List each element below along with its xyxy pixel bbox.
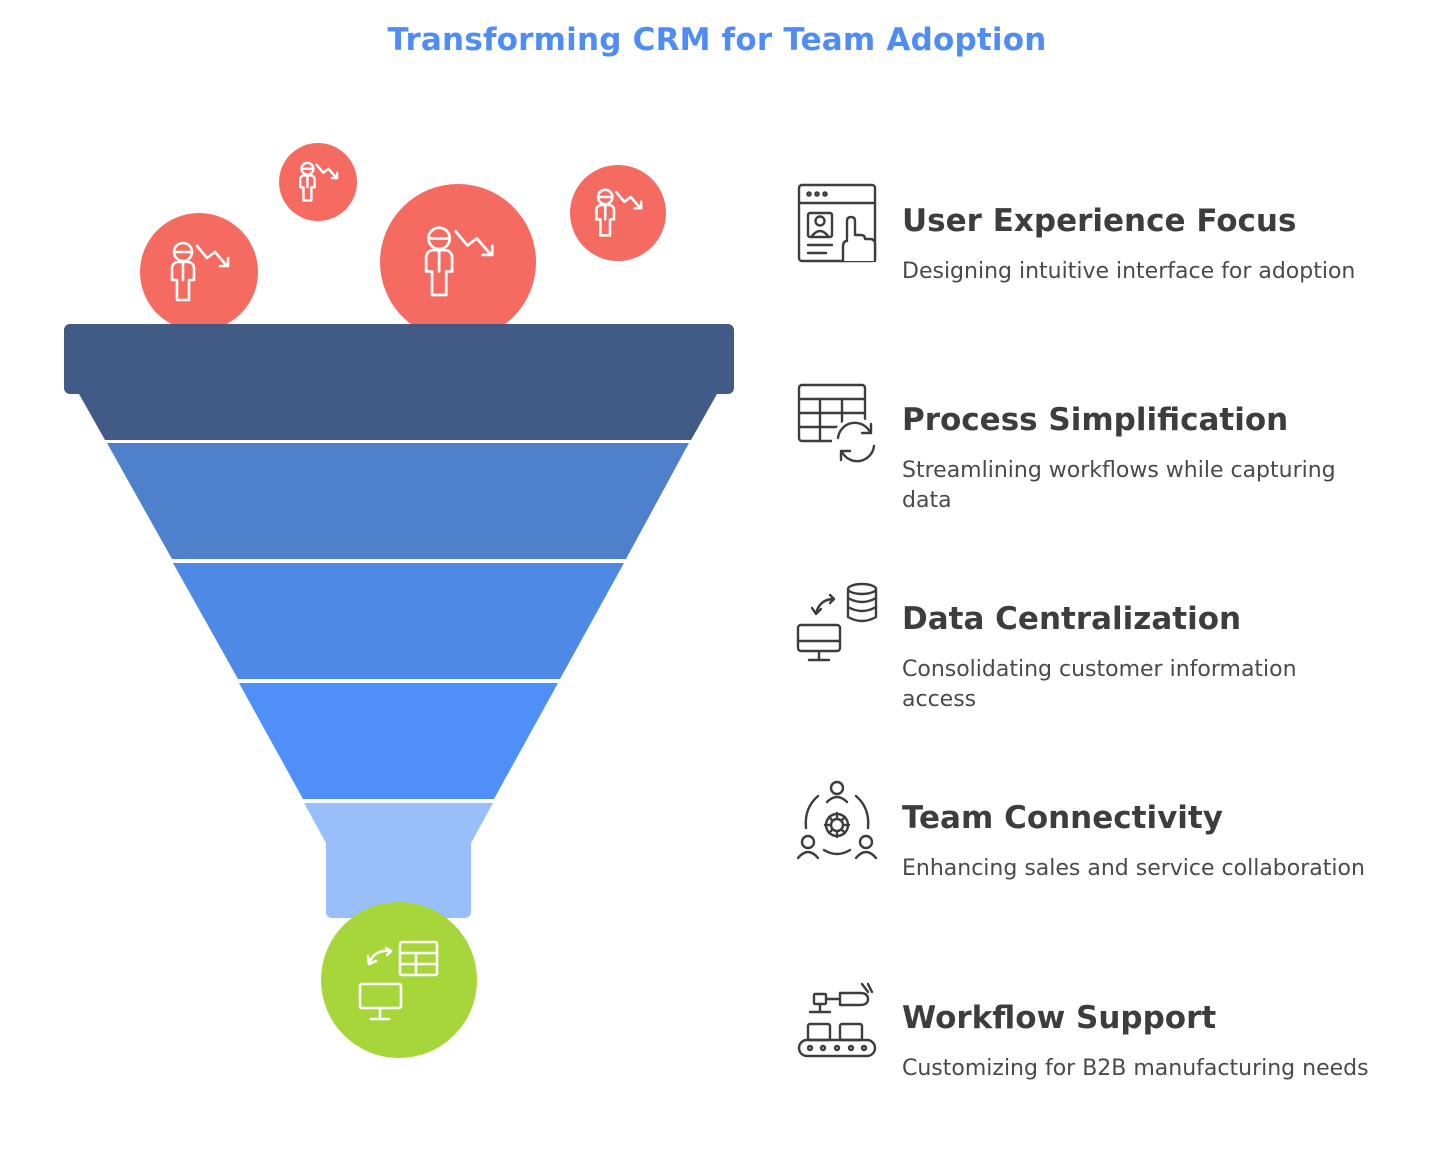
declining-user-icon: [595, 188, 643, 237]
feature-item-workflow-support: Workflow Support Customizing for B2B man…: [796, 980, 1416, 1120]
feature-item-process-simplification: Process Simplification Streamlining work…: [796, 382, 1416, 522]
funnel-stage-5: [304, 803, 493, 918]
feature-item-user-experience: User Experience Focus Designing intuitiv…: [796, 183, 1416, 323]
interface-touch-icon: [797, 183, 877, 263]
computer-data-sync-icon: [358, 940, 439, 1021]
feature-heading: User Experience Focus: [902, 203, 1297, 239]
declining-user-icon: [170, 241, 230, 302]
feature-description: Streamlining workflows while capturing d…: [902, 458, 1336, 513]
feature-item-data-centralization: Data Centralization Consolidating custom…: [796, 581, 1416, 721]
feature-description: Customizing for B2B manufacturing needs: [902, 1056, 1369, 1081]
team-network-icon: [796, 780, 878, 860]
feature-description: Enhancing sales and service collaboratio…: [902, 856, 1365, 881]
feature-heading: Data Centralization: [902, 601, 1242, 637]
feature-description: Consolidating customer information acces…: [902, 657, 1297, 712]
feature-heading: Process Simplification: [902, 402, 1289, 438]
funnel-stage-1: [64, 324, 734, 440]
funnel-stage-4: [239, 683, 558, 799]
funnel-stage-2: [107, 443, 689, 559]
declining-user-bubble-1: [140, 213, 258, 331]
table-refresh-icon: [797, 383, 880, 466]
feature-description: Designing intuitive interface for adopti…: [902, 259, 1356, 284]
feature-heading: Team Connectivity: [902, 800, 1223, 836]
result-bubble: [321, 902, 477, 1058]
declining-user-bubble-2: [279, 143, 357, 221]
funnel-diagram: [64, 143, 734, 1058]
funnel-stage-3: [173, 563, 624, 679]
declining-user-bubble-4: [570, 165, 666, 261]
declining-user-bubble-3: [380, 184, 536, 340]
declining-user-icon: [424, 226, 494, 297]
declining-user-icon: [298, 161, 339, 202]
database-computer-icon: [796, 582, 878, 662]
feature-item-team-connectivity: Team Connectivity Enhancing sales and se…: [796, 780, 1416, 920]
feature-heading: Workflow Support: [902, 1000, 1217, 1036]
manufacturing-line-icon: [797, 982, 877, 1058]
page-title: Transforming CRM for Team Adoption: [387, 22, 1047, 58]
